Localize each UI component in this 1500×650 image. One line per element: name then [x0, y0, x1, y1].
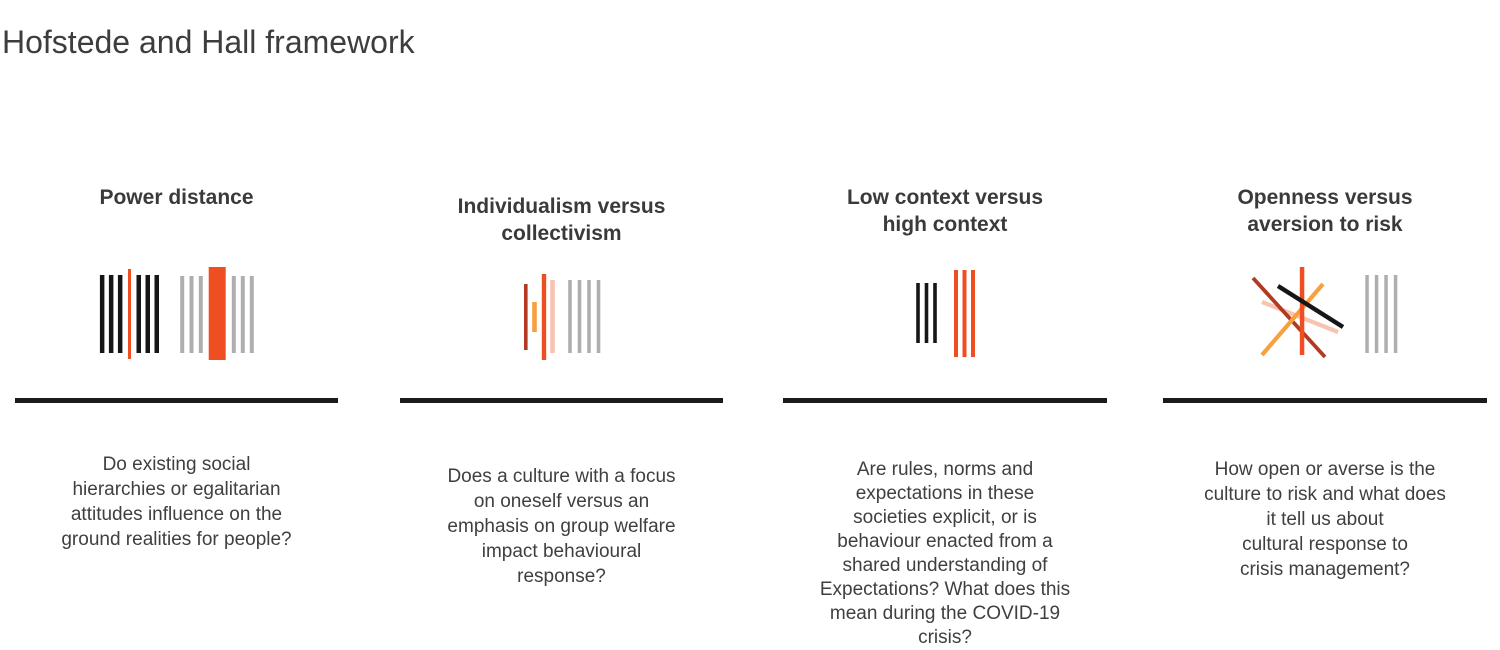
divider-bar [783, 398, 1107, 403]
gray-bar [1374, 275, 1379, 353]
gray-bar [198, 276, 203, 353]
icon-wrap [15, 263, 338, 363]
orange-bar [541, 274, 546, 360]
black-bar [915, 283, 920, 343]
gray-bar [1393, 275, 1398, 353]
black-bar [117, 275, 122, 353]
column-heading: Power distance [99, 186, 254, 210]
icon-wrap [400, 263, 723, 363]
column-low-high-context: Low context versus high context Are rule… [783, 0, 1107, 648]
amber-bar [531, 302, 537, 332]
risk-crossed-lines-icon [1251, 267, 1398, 359]
icon-wrap [1163, 263, 1487, 363]
black-bar [145, 275, 150, 353]
column-description: Do existing social hierarchies or egalit… [61, 454, 292, 550]
black-bar [99, 275, 104, 353]
divider-bar [15, 398, 338, 403]
low-high-context-bars-icon [915, 270, 975, 357]
brick-diagonal-line [1251, 276, 1327, 359]
orange-bar [953, 270, 958, 357]
gray-bar [189, 276, 193, 353]
individualism-collectivism-bars-icon [523, 274, 600, 360]
page-title: Hofstede and Hall framework [2, 24, 415, 61]
gray-bar [240, 276, 245, 353]
orange-vertical-bar [1299, 267, 1305, 355]
orange-wide-bar [208, 267, 226, 360]
salmon-bar [549, 280, 555, 353]
gray-bar [1384, 275, 1388, 353]
orange-bar [970, 270, 975, 357]
column-openness-risk: Openness versus aversion to risk How ope… [1163, 0, 1487, 635]
black-diagonal-line [1276, 284, 1345, 329]
divider-bar [400, 398, 723, 403]
gray-bar [1365, 275, 1369, 353]
column-description: Are rules, norms and expectations in the… [819, 459, 1071, 648]
brick-bar [523, 284, 528, 350]
orange-thin-bar [127, 269, 131, 359]
gray-bar [249, 276, 254, 353]
column-power-distance: Power distance Do existing social hierar… [15, 0, 338, 635]
black-bar [924, 283, 928, 343]
gray-bar [231, 276, 236, 353]
gray-bar [586, 280, 591, 353]
column-description: Does a culture with a focus on oneself v… [447, 466, 676, 587]
gray-bar [577, 280, 581, 353]
column-heading: Low context versus high context [846, 186, 1044, 237]
column-individualism-collectivism: Individualism versus collectivism Does a… [400, 0, 723, 635]
divider-bar [1163, 398, 1487, 403]
amber-diagonal-line [1260, 282, 1325, 357]
black-bar [154, 275, 159, 353]
black-bar [136, 275, 141, 353]
gray-bar [567, 280, 572, 353]
column-description: How open or averse is the culture to ris… [1204, 459, 1446, 580]
icon-wrap [783, 263, 1107, 363]
black-bar [108, 275, 113, 353]
orange-bar [962, 270, 966, 357]
gray-bar [179, 276, 184, 353]
gray-bar [596, 280, 600, 353]
column-heading: Openness versus aversion to risk [1237, 186, 1413, 237]
black-bar [932, 283, 937, 343]
column-heading: Individualism versus collectivism [457, 195, 666, 246]
power-distance-bars-icon [99, 267, 254, 360]
